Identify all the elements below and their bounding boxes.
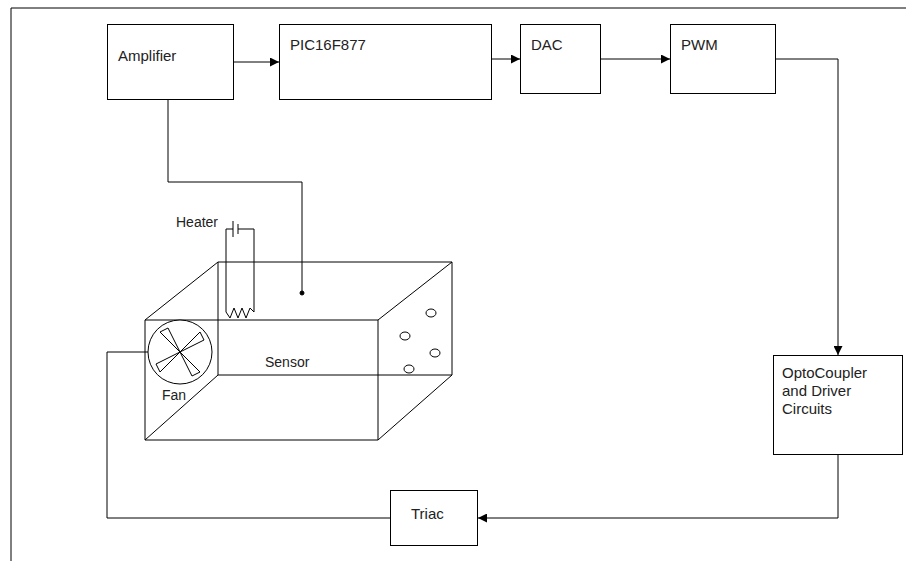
heater-label: Heater (176, 214, 218, 230)
box-text: PIC16F877 (290, 36, 366, 54)
chamber-back (218, 262, 452, 375)
sensor-wire (168, 100, 302, 292)
box-text: OptoCoupler and Driver Circuits (782, 364, 894, 418)
frame-line (11, 8, 906, 9)
box-text: DAC (531, 36, 563, 54)
signal-arrow (776, 59, 838, 355)
vent-hole (430, 349, 440, 357)
chamber-edge (378, 375, 452, 440)
vent-hole (400, 332, 410, 340)
amplifier-box: Amplifier (107, 24, 234, 100)
microcontroller-box: PIC16F877 (279, 24, 492, 100)
heater-symbol (226, 221, 254, 318)
dac-box: DAC (520, 24, 601, 94)
driver-box: OptoCoupler and Driver Circuits (773, 355, 903, 455)
signal-arrow (492, 59, 520, 60)
chamber-edge (145, 262, 218, 320)
box-text: Triac (411, 505, 444, 523)
pwm-box: PWM (670, 24, 776, 94)
signal-arrow (234, 62, 279, 63)
frame-line (11, 8, 12, 561)
vent-hole (404, 365, 414, 373)
sensor-dot (300, 291, 304, 295)
sensor-label: Sensor (265, 354, 309, 370)
fan-blades (156, 328, 204, 376)
fan-symbol (148, 320, 212, 384)
fan-label: Fan (162, 387, 186, 403)
chamber-edge (378, 262, 452, 320)
vent-hole (426, 309, 436, 317)
chamber-front (145, 320, 378, 440)
triac-box: Triac (390, 490, 478, 546)
fan-wire (107, 352, 390, 518)
box-text: PWM (681, 36, 718, 54)
chamber-edge (145, 375, 218, 440)
signal-arrow (601, 59, 670, 60)
signal-arrow (478, 455, 838, 518)
box-text: Amplifier (118, 47, 176, 65)
